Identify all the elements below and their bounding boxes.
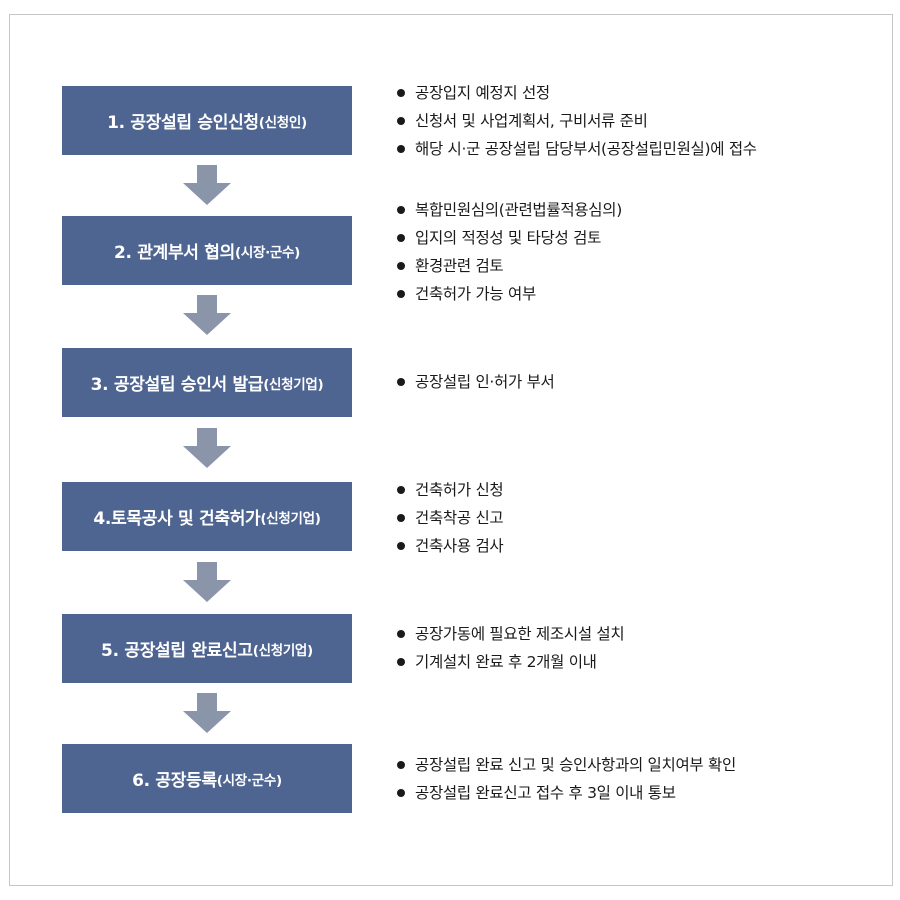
bullet-item: 기계설치 완료 후 2개월 이내 [395, 648, 624, 676]
bullet-item: 해당 시·군 공장설립 담당부서(공장설립민원실)에 접수 [395, 135, 757, 163]
bullet-icon [397, 378, 405, 386]
step-title: 1. 공장설립 승인신청 [107, 113, 259, 133]
bullet-item: 건축착공 신고 [395, 504, 504, 532]
step-role: (신청기업) [252, 642, 314, 659]
bullet-item: 공장입지 예정지 선정 [395, 79, 757, 107]
step-box-2: 2. 관계부서 협의(시장·군수) [62, 216, 352, 285]
step-role: (신청기업) [260, 510, 321, 527]
diagram-frame [9, 14, 893, 886]
bullet-item: 복합민원심의(관련법률적용심의) [395, 196, 622, 224]
step-title: 4.토목공사 및 건축허가 [93, 509, 261, 529]
step-title: 5. 공장설립 완료신고 [101, 641, 253, 661]
step-box-3: 3. 공장설립 승인서 발급(신청기업) [62, 348, 352, 417]
bullet-icon [397, 486, 405, 494]
bullet-item: 환경관련 검토 [395, 252, 622, 280]
step-title: 2. 관계부서 협의 [113, 243, 235, 263]
step-role: (신청인) [258, 114, 307, 131]
step-box-6: 6. 공장등록(시장·군수) [62, 744, 352, 813]
bullet-item: 공장설립 완료신고 접수 후 3일 이내 통보 [395, 779, 736, 807]
bullet-item: 입지의 적정성 및 타당성 검토 [395, 224, 622, 252]
step-box-4: 4.토목공사 및 건축허가(신청기업) [62, 482, 352, 551]
bullet-icon [397, 761, 405, 769]
step-role: (시장·군수) [216, 772, 282, 789]
step-box-5: 5. 공장설립 완료신고(신청기업) [62, 614, 352, 683]
bullet-icon [397, 630, 405, 638]
bullet-icon [397, 145, 405, 153]
bullet-icon [397, 789, 405, 797]
down-arrow-icon [183, 428, 231, 468]
bullet-icon [397, 514, 405, 522]
bullet-item: 건축사용 검사 [395, 532, 504, 560]
down-arrow-icon [183, 562, 231, 602]
step-3-bullets: 공장설립 인·허가 부서 [395, 368, 555, 396]
bullet-item: 공장설립 인·허가 부서 [395, 368, 555, 396]
bullet-item: 건축허가 신청 [395, 476, 504, 504]
bullet-item: 공장설립 완료 신고 및 승인사항과의 일치여부 확인 [395, 751, 736, 779]
step-role: (신청기업) [263, 376, 324, 393]
bullet-item: 공장가동에 필요한 제조시설 설치 [395, 620, 625, 648]
step-role: (시장·군수) [234, 244, 301, 261]
bullet-item: 신청서 및 사업계획서, 구비서류 준비 [395, 107, 757, 135]
bullet-icon [397, 290, 405, 298]
bullet-icon [397, 262, 405, 270]
bullet-icon [397, 234, 405, 242]
bullet-item: 건축허가 가능 여부 [395, 280, 622, 308]
bullet-icon [397, 89, 405, 97]
step-title: 3. 공장설립 승인서 발급 [90, 375, 264, 395]
down-arrow-icon [183, 165, 231, 205]
step-6-bullets: 공장설립 완료 신고 및 승인사항과의 일치여부 확인 공장설립 완료신고 접수… [395, 751, 736, 807]
step-2-bullets: 복합민원심의(관련법률적용심의) 입지의 적정성 및 타당성 검토 환경관련 검… [395, 196, 622, 308]
down-arrow-icon [183, 295, 231, 335]
bullet-icon [397, 542, 405, 550]
step-5-bullets: 공장가동에 필요한 제조시설 설치 기계설치 완료 후 2개월 이내 [395, 620, 625, 676]
step-title: 6. 공장등록 [132, 771, 217, 791]
step-1-bullets: 공장입지 예정지 선정 신청서 및 사업계획서, 구비서류 준비 해당 시·군 … [395, 79, 757, 163]
bullet-icon [397, 658, 405, 666]
bullet-icon [397, 206, 405, 214]
bullet-icon [397, 117, 405, 125]
step-4-bullets: 건축허가 신청 건축착공 신고 건축사용 검사 [395, 476, 504, 560]
down-arrow-icon [183, 693, 231, 733]
step-box-1: 1. 공장설립 승인신청(신청인) [62, 86, 352, 155]
